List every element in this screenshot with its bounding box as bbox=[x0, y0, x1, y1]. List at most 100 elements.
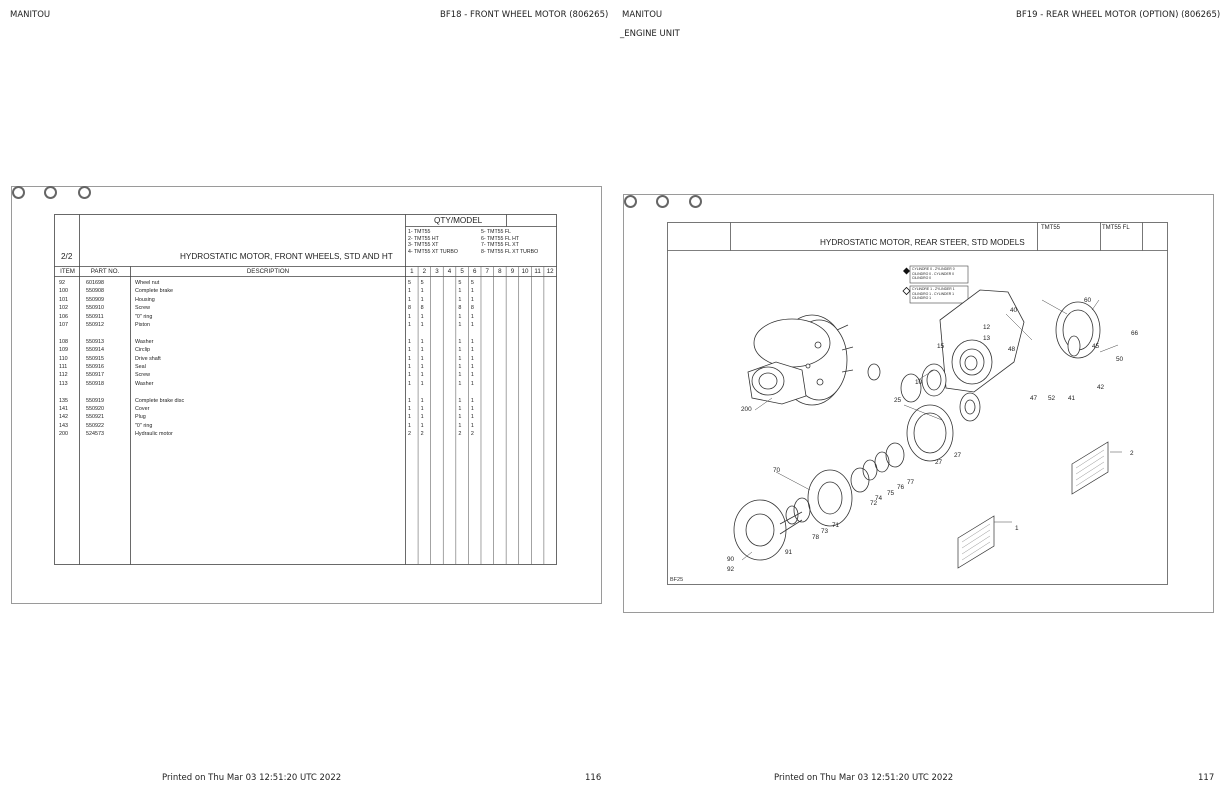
callout-number: 2 bbox=[1130, 450, 1134, 457]
part-qty: 1 bbox=[470, 397, 474, 404]
col-header-part-no: PART NO. bbox=[90, 268, 120, 275]
part-number: 550914 bbox=[86, 347, 104, 354]
footer-printed-right: Printed on Thu Mar 03 12:51:20 UTC 2022 bbox=[774, 773, 954, 783]
model-item: 4- TMT55 XT TURBO bbox=[408, 248, 458, 255]
qty-model-header: QTY/MODEL bbox=[434, 216, 483, 225]
callout-number: 91 bbox=[785, 549, 793, 556]
col-header-description: DESCRIPTION bbox=[246, 268, 290, 275]
part-qty: 1 bbox=[458, 338, 462, 345]
model-item: 6- TMT55 FL HT bbox=[481, 235, 520, 242]
callout-number: 74 bbox=[875, 495, 883, 502]
part-qty: 1 bbox=[408, 355, 411, 362]
part-number: 550917 bbox=[86, 372, 104, 379]
part-qty: 1 bbox=[470, 380, 474, 387]
part-qty: 1 bbox=[420, 380, 424, 387]
qty-col-header: 1 bbox=[410, 268, 414, 275]
qty-col-header: 10 bbox=[521, 268, 529, 275]
page-number-right: 117 bbox=[1198, 773, 1215, 783]
part-item-number: 200 bbox=[59, 431, 68, 438]
exploded-diagram: . 12101213152527274041424547485052606670… bbox=[667, 222, 1168, 585]
part-description: Piston bbox=[135, 322, 150, 328]
part-number: 550909 bbox=[86, 296, 104, 303]
part-qty: 1 bbox=[420, 322, 424, 328]
part-description: Screw bbox=[135, 372, 150, 379]
callout-number: 90 bbox=[727, 556, 735, 563]
ring-and-disc-drawing bbox=[733, 392, 981, 561]
callout-number: 40 bbox=[1010, 307, 1018, 314]
callout-number: 48 bbox=[1008, 346, 1016, 353]
part-qty: 1 bbox=[408, 288, 411, 295]
callout-number: 13 bbox=[983, 335, 991, 342]
part-number: 550922 bbox=[86, 422, 104, 429]
label-plate-drawing bbox=[957, 441, 1109, 569]
part-item-number: 109 bbox=[59, 347, 68, 354]
legend-line: CILINDRO 1 bbox=[912, 296, 932, 301]
qty-col-header: 7 bbox=[485, 268, 489, 275]
legend-line: CYLINDRE 1 - ZYLINDER 1 bbox=[912, 287, 955, 291]
part-qty: 1 bbox=[470, 322, 474, 328]
callout-number: 27 bbox=[935, 459, 943, 466]
binder-hole-icon bbox=[78, 186, 91, 199]
model-item: 1- TMT55 bbox=[408, 229, 431, 235]
part-qty: 1 bbox=[408, 372, 411, 379]
part-qty: 1 bbox=[420, 347, 424, 354]
hollow-diamond-icon bbox=[902, 286, 911, 296]
part-description: Washer bbox=[135, 338, 154, 345]
callout-number: 50 bbox=[1116, 356, 1124, 363]
callout-number: 71 bbox=[832, 522, 840, 529]
section-title-right: BF19 - REAR WHEEL MOTOR (OPTION) (806265… bbox=[1016, 10, 1221, 20]
diagram-sheet bbox=[623, 194, 1214, 613]
part-qty: 1 bbox=[408, 364, 411, 370]
part-description: Circlip bbox=[135, 347, 150, 354]
footer-printed-left: Printed on Thu Mar 03 12:51:20 UTC 2022 bbox=[162, 773, 342, 783]
diagram-title-right: HYDROSTATIC MOTOR, REAR STEER, STD MODEL… bbox=[820, 238, 1025, 247]
part-qty: 1 bbox=[420, 296, 424, 303]
part-qty: 1 bbox=[420, 414, 424, 421]
parts-list-sheet bbox=[11, 186, 602, 604]
callout-number: 92 bbox=[727, 566, 735, 573]
part-qty: 1 bbox=[458, 364, 462, 370]
part-qty: 2 bbox=[470, 431, 474, 438]
callout-number: 1 bbox=[1015, 525, 1019, 532]
part-description: "0" ring bbox=[135, 422, 153, 429]
part-qty: 1 bbox=[458, 288, 462, 295]
part-qty: 1 bbox=[470, 296, 474, 303]
qty-col-header: 8 bbox=[498, 268, 502, 275]
part-qty: 1 bbox=[420, 406, 424, 412]
part-description: Screw bbox=[135, 305, 150, 312]
part-description: Complete brake bbox=[135, 288, 174, 295]
part-item-number: 100 bbox=[59, 288, 68, 295]
model-list-right: 5- TMT55 FL 6- TMT55 FL HT 7- TMT55 FL X… bbox=[481, 229, 538, 255]
part-description: Wheel nut bbox=[135, 280, 160, 286]
part-qty: 1 bbox=[458, 355, 462, 362]
part-item-number: 102 bbox=[59, 305, 68, 312]
part-item-number: 108 bbox=[59, 338, 68, 345]
part-qty: 1 bbox=[458, 406, 462, 412]
part-qty: 1 bbox=[420, 372, 424, 379]
binder-hole-icon bbox=[624, 195, 637, 208]
part-number: 550915 bbox=[86, 355, 104, 362]
part-item-number: 112 bbox=[59, 372, 68, 379]
part-qty: 8 bbox=[470, 305, 474, 312]
page-number-left: 116 bbox=[585, 773, 602, 783]
part-description: Washer bbox=[135, 380, 154, 387]
callout-numbers: 1210121315252727404142454748505260667071… bbox=[727, 297, 1139, 573]
part-qty: 1 bbox=[470, 347, 474, 354]
part-number: 601698 bbox=[86, 280, 104, 286]
callout-number: 70 bbox=[773, 467, 781, 474]
part-qty: 1 bbox=[470, 338, 474, 345]
legend-line: CYLINDRE 0 - ZYLINDER 0 bbox=[912, 267, 955, 271]
part-qty: 1 bbox=[470, 406, 474, 412]
callout-number: 77 bbox=[907, 479, 915, 486]
part-qty: 8 bbox=[420, 305, 424, 312]
part-qty: 1 bbox=[408, 422, 411, 429]
part-qty: 1 bbox=[408, 380, 411, 387]
part-qty: 1 bbox=[470, 364, 474, 370]
callout-number: 52 bbox=[1048, 395, 1056, 402]
diagram-frame bbox=[667, 222, 1168, 585]
part-number: 550920 bbox=[86, 406, 104, 412]
part-qty: 1 bbox=[470, 313, 474, 320]
part-item-number: 135 bbox=[59, 397, 68, 404]
part-description: Drive shaft bbox=[135, 355, 161, 362]
brand-right: MANITOU bbox=[622, 10, 663, 20]
